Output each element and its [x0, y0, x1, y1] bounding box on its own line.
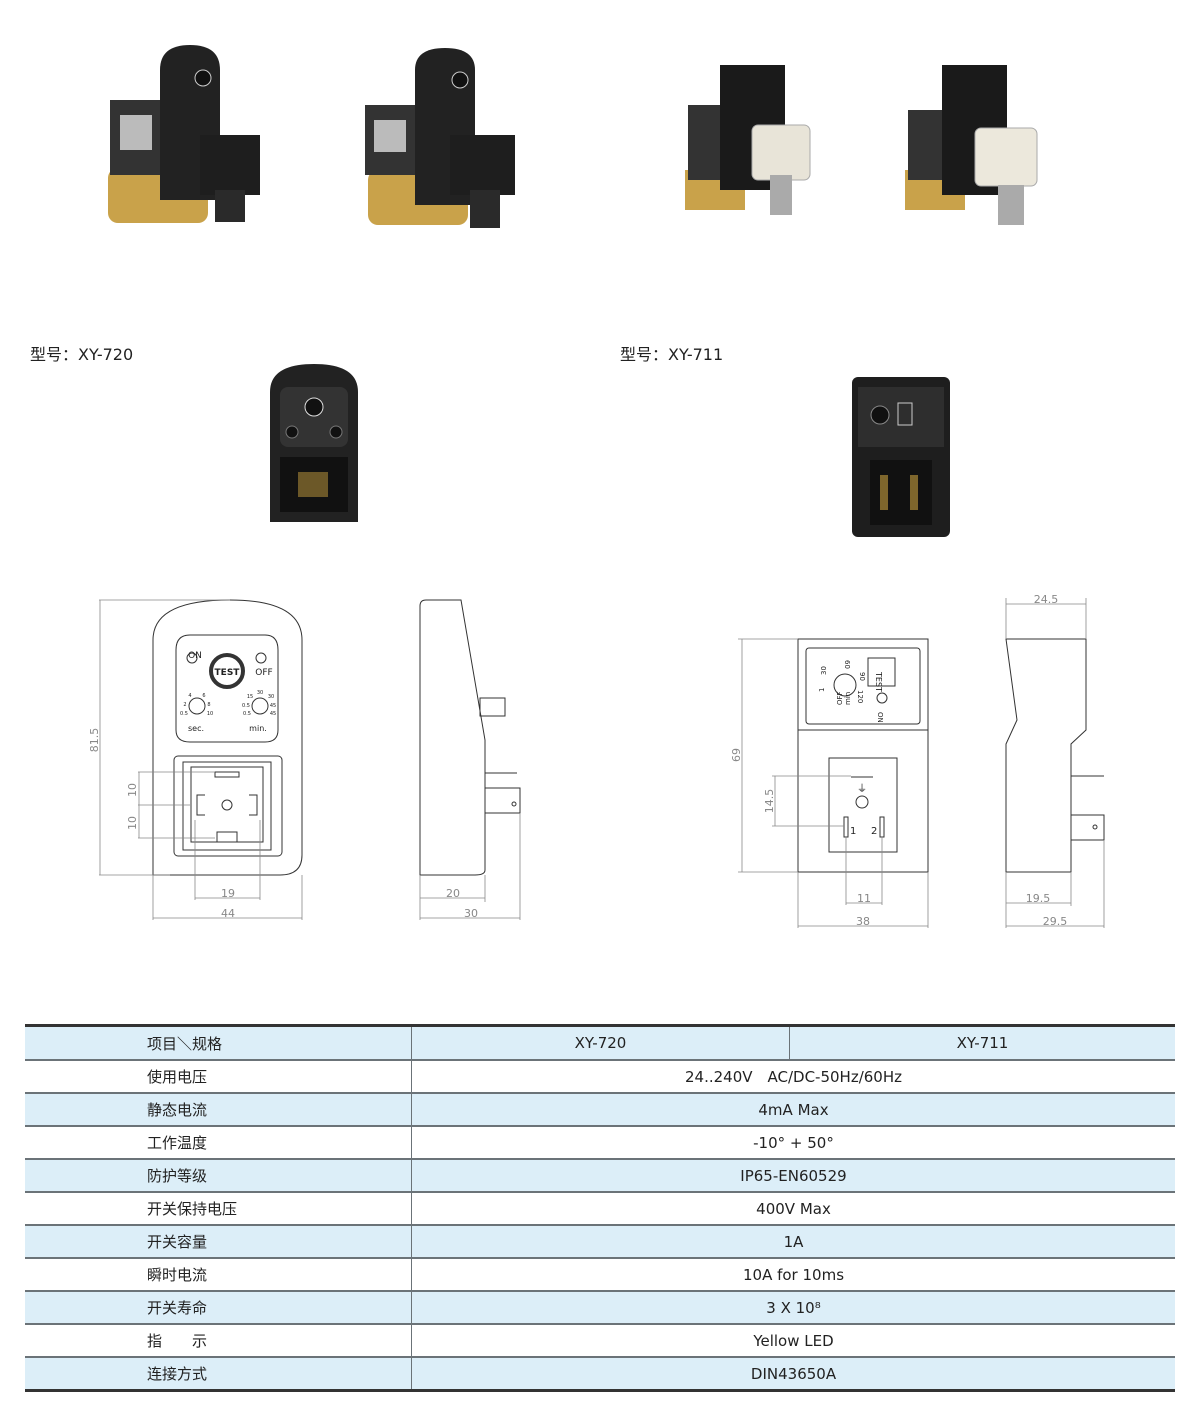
dim-side-total: 30 — [464, 907, 478, 920]
sec-dial-label: sec. — [188, 724, 204, 733]
scale-120: 120 — [856, 690, 864, 703]
row-label: 使用电压 — [25, 1060, 412, 1094]
off-label: OFF — [836, 691, 844, 705]
min-scale-2: 15 — [247, 694, 253, 700]
timer-head-photo-xy711 — [852, 377, 950, 537]
dimension-drawing-xy720: ON TEST OFF 0.5 2 4 6 8 10 0.5 0.5 15 30… — [88, 599, 521, 920]
dim-width: 44 — [221, 907, 235, 920]
dim-pin-bottom: 10 — [126, 816, 139, 830]
model-label-xy720: 型号：XY-720 — [30, 345, 134, 364]
led-off-label: OFF — [255, 668, 272, 678]
min-scale-5: 45 — [270, 703, 276, 709]
dim-pin-offset: 14.5 — [763, 789, 776, 814]
product-photo-xy720-a — [108, 45, 260, 223]
product-photo-xy711-a — [685, 65, 811, 215]
scale-60: 60 — [843, 660, 851, 669]
dim-width: 38 — [856, 915, 870, 928]
row-label: 开关寿命 — [25, 1291, 412, 1325]
row-value: 24..240V AC/DC-50Hz/60Hz — [411, 1060, 1175, 1094]
row-label: 工作温度 — [25, 1126, 412, 1160]
header-xy711: XY-711 — [789, 1024, 1175, 1061]
dim-side-total: 29.5 — [1043, 915, 1068, 928]
row-label: 防护等级 — [25, 1159, 412, 1193]
test-button-label: TEST — [215, 668, 241, 678]
row-label: 静态电流 — [25, 1093, 412, 1127]
row-value: 3 X 10⁸ — [411, 1291, 1175, 1325]
row-value: 1A — [411, 1225, 1175, 1259]
sec-scale-0: 0.5 — [180, 711, 188, 717]
table-row: 工作温度-10° + 50° — [25, 1126, 1175, 1160]
product-photo-xy720-b — [365, 48, 515, 228]
dim-side-top: 24.5 — [1034, 593, 1059, 606]
row-value: Yellow LED — [411, 1324, 1175, 1358]
scale-90: 90 — [858, 672, 866, 681]
min-label: min — [844, 692, 852, 705]
min-scale-3: 30 — [257, 690, 263, 696]
scale-30: 30 — [820, 666, 828, 675]
dim-height: 81.5 — [88, 728, 101, 753]
dimension-drawing-xy711: TEST ON OFF min 1 30 60 90 120 ⏚ 1 2 69 … — [730, 593, 1105, 928]
header-item-spec: 项目＼规格 — [25, 1024, 412, 1061]
min-scale-4: 30 — [268, 694, 274, 700]
led-on-label: ON — [188, 651, 202, 661]
product-photo-xy711-b — [905, 65, 1038, 225]
table-header-row: 项目＼规格 XY-720 XY-711 — [25, 1024, 1175, 1061]
pin-1-label: 1 — [850, 826, 856, 837]
dim-height: 69 — [730, 748, 743, 762]
sec-scale-2: 4 — [188, 693, 191, 699]
test-button-label: TEST — [874, 671, 883, 692]
row-label: 开关容量 — [25, 1225, 412, 1259]
sec-scale-3: 6 — [202, 693, 205, 699]
row-value: -10° + 50° — [411, 1126, 1175, 1160]
min-dial-label: min. — [249, 724, 267, 733]
sec-scale-1: 2 — [183, 702, 186, 708]
header-xy720: XY-720 — [411, 1024, 790, 1061]
sec-scale-5: 10 — [207, 711, 213, 717]
row-label: 开关保持电压 — [25, 1192, 412, 1226]
min-scale-0: 0.5 — [243, 711, 251, 717]
row-label: 瞬时电流 — [25, 1258, 412, 1292]
scale-1: 1 — [818, 688, 826, 692]
row-value: 400V Max — [411, 1192, 1175, 1226]
dim-pin-spacing: 19 — [221, 887, 235, 900]
row-value: 10A for 10ms — [411, 1258, 1175, 1292]
led-on-label: ON — [876, 712, 884, 723]
dim-pin-spacing: 11 — [857, 892, 871, 905]
row-label: 指 示 — [25, 1324, 412, 1358]
min-scale-6: 45 — [270, 711, 276, 717]
earth-icon: ⏚ — [857, 783, 867, 795]
row-value: 4mA Max — [411, 1093, 1175, 1127]
row-label: 连接方式 — [25, 1357, 412, 1392]
model-label-xy711: 型号：XY-711 — [620, 345, 724, 364]
pin-2-label: 2 — [871, 826, 877, 837]
dim-side-inner: 20 — [446, 887, 460, 900]
sec-scale-4: 8 — [207, 702, 210, 708]
dim-pin-top: 10 — [126, 783, 139, 797]
dim-side-inner: 19.5 — [1026, 892, 1051, 905]
timer-head-photo-xy720 — [270, 364, 358, 522]
min-scale-1: 0.5 — [242, 703, 250, 709]
row-value: IP65-EN60529 — [411, 1159, 1175, 1193]
row-value: DIN43650A — [411, 1357, 1175, 1392]
